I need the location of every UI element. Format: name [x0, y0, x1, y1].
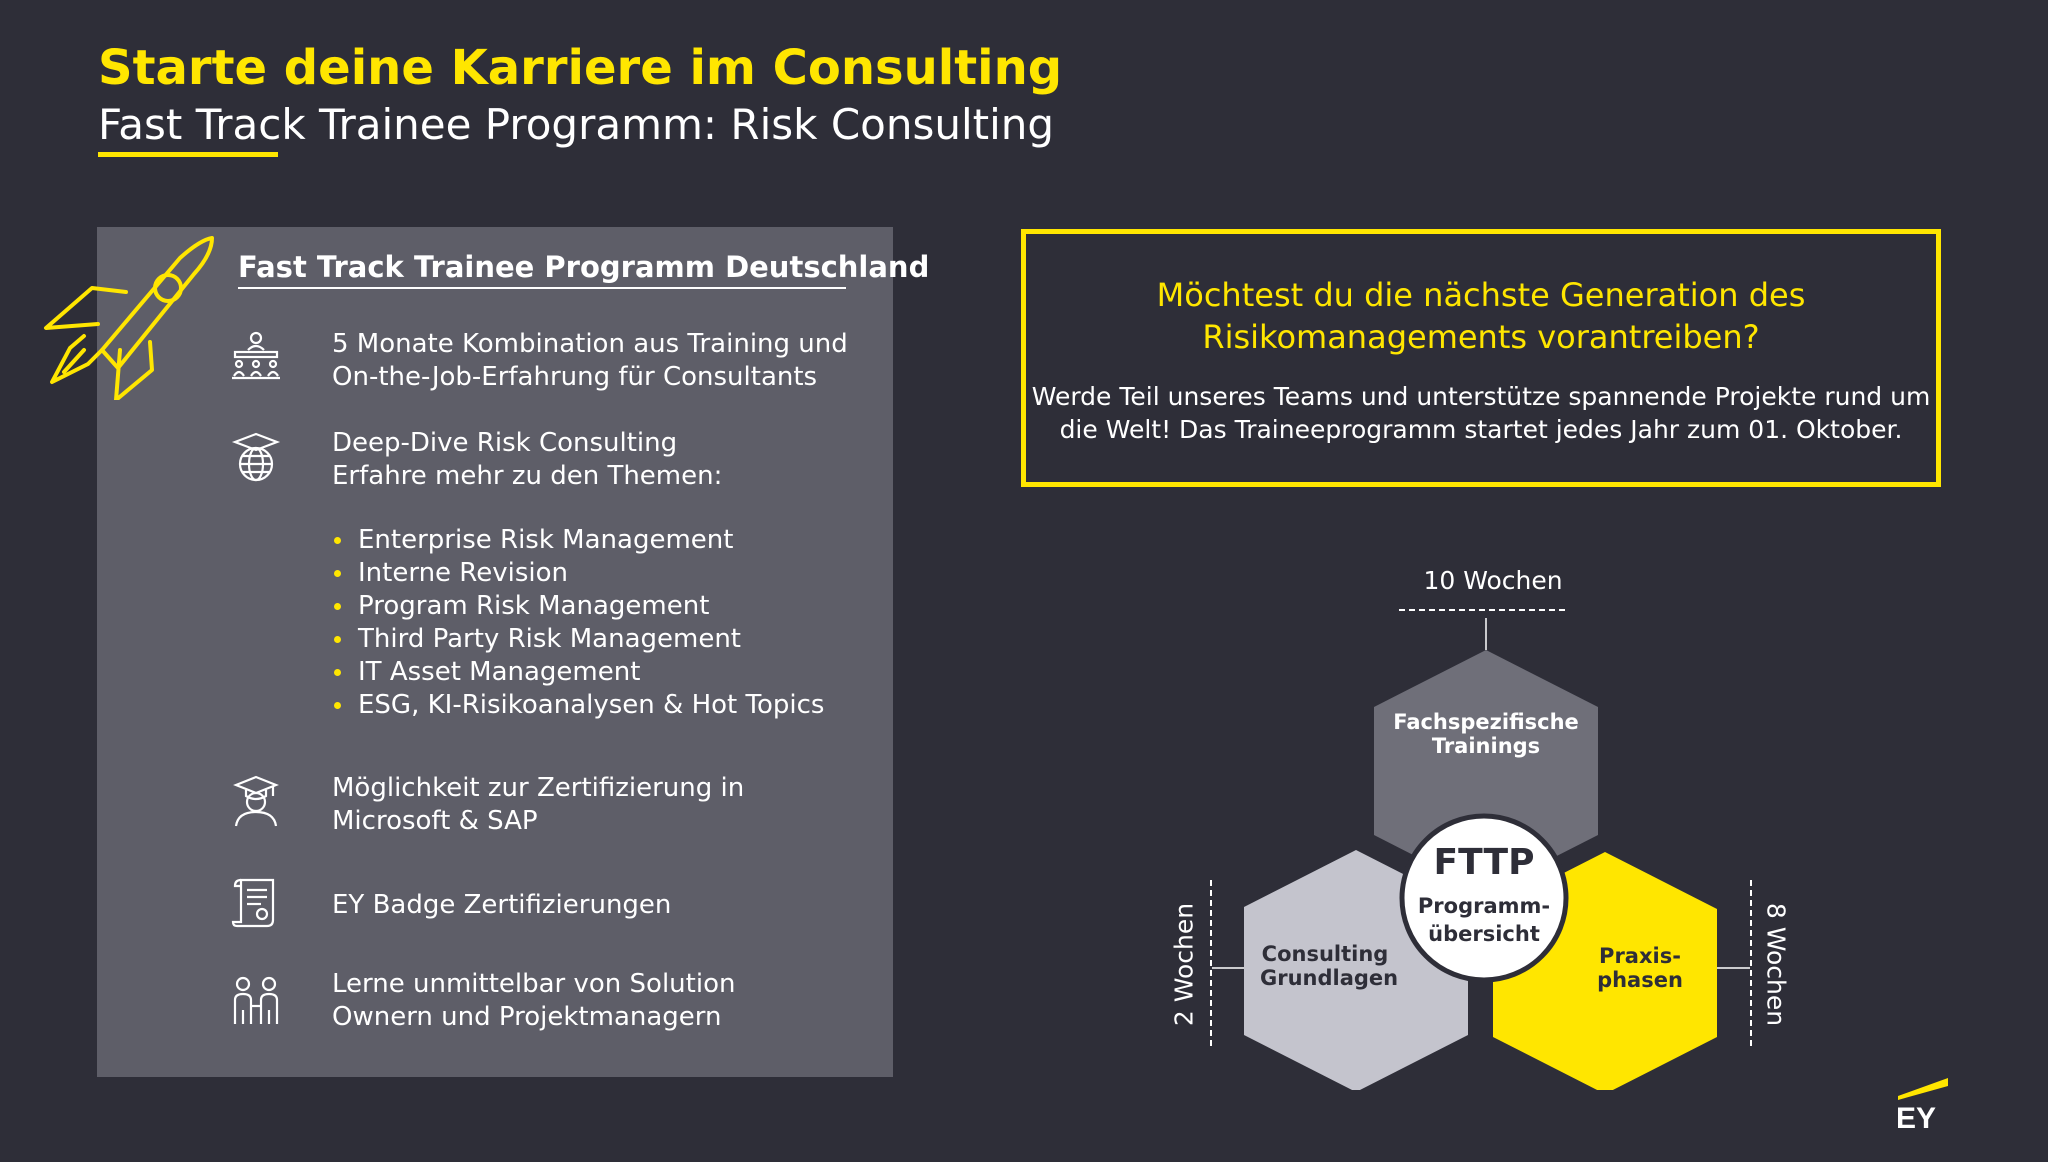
title-underline: [98, 152, 278, 157]
center-circle: [1399, 813, 1569, 983]
program-diagram: 10 Wochen 2 Wochen 8 Wochen Fachspezifis…: [1150, 550, 1850, 1090]
hex-top-line2: Trainings: [1431, 734, 1541, 758]
panel-heading-underline: [238, 287, 846, 289]
hex-right-line2: phasen: [1597, 968, 1683, 992]
ey-logo-icon: EY: [1896, 1078, 1948, 1130]
certificate-document-icon: [231, 878, 275, 928]
feature-training-text: 5 Monate Kombination aus Training und On…: [332, 328, 848, 394]
hex-left-label: Consulting Grundlagen: [1260, 942, 1399, 990]
feature-learning-line1: Lerne unmittelbar von Solution: [332, 969, 736, 999]
two-people-icon: [233, 976, 279, 1024]
hex-top-label: Fachspezifische Trainings: [1386, 710, 1586, 758]
center-title: FTTP: [1433, 842, 1535, 883]
list-item: ESG, KI-Risikoanalysen & Hot Topics: [332, 689, 824, 722]
feature-certification-text: Möglichkeit zur Zertifizierung in Micros…: [332, 772, 744, 838]
center-subtitle-line1: Programm-: [1417, 894, 1551, 918]
feature-training-line2: On-the-Job-Erfahrung für Consultants: [332, 362, 818, 392]
rocket-icon: [44, 236, 214, 400]
feature-deepdive-line2: Erfahre mehr zu den Themen:: [332, 461, 723, 491]
duration-left-label: 2 Wochen: [1169, 902, 1199, 1027]
callout-text-line1: Werde Teil unseres Teams und unterstütze…: [1031, 382, 1931, 411]
panel-heading: Fast Track Trainee Programm Deutschland: [238, 250, 930, 284]
graduate-person-icon: [233, 775, 279, 827]
hex-left-line2: Grundlagen: [1260, 966, 1399, 990]
feature-certification-line1: Möglichkeit zur Zertifizierung in: [332, 773, 745, 803]
topic-list: Enterprise Risk Management Interne Revis…: [332, 524, 824, 722]
hex-right-label: Praxis- phasen: [1590, 944, 1690, 992]
center-subtitle: Programm- übersicht: [1394, 892, 1574, 948]
page-title: Starte deine Karriere im Consulting: [98, 40, 1063, 96]
feature-learning-line2: Ownern und Projektmanagern: [332, 1002, 722, 1032]
hex-right-line1: Praxis-: [1599, 944, 1681, 968]
list-item: Third Party Risk Management: [332, 623, 824, 656]
list-item: Interne Revision: [332, 557, 824, 590]
callout-question-line2: Risikomanagements vorantreiben?: [1202, 318, 1760, 356]
duration-right-label: 8 Wochen: [1761, 902, 1791, 1027]
feature-training-line1: 5 Monate Kombination aus Training und: [332, 329, 848, 359]
program-panel: [97, 227, 893, 1077]
hex-left-line1: Consulting: [1261, 942, 1389, 966]
callout-text-line2: die Welt! Das Traineeprogramm startet je…: [1059, 415, 1903, 444]
training-group-icon: [232, 331, 280, 380]
feature-deepdive-line1: Deep-Dive Risk Consulting: [332, 428, 678, 458]
list-item: Enterprise Risk Management: [332, 524, 824, 557]
hex-top-line1: Fachspezifische: [1393, 710, 1579, 734]
feature-badge-text: EY Badge Zertifizierungen: [332, 890, 672, 920]
feature-certification-line2: Microsoft & SAP: [332, 806, 538, 836]
callout-question-line1: Möchtest du die nächste Generation des: [1156, 276, 1806, 314]
duration-top-label: 10 Wochen: [1423, 566, 1563, 595]
globe-graduation-icon: [231, 432, 281, 482]
page-subtitle: Fast Track Trainee Programm: Risk Consul…: [98, 100, 1055, 149]
list-item: Program Risk Management: [332, 590, 824, 623]
feature-deepdive-text: Deep-Dive Risk Consulting Erfahre mehr z…: [332, 427, 722, 493]
center-subtitle-line2: übersicht: [1428, 922, 1540, 946]
feature-learning-text: Lerne unmittelbar von Solution Ownern un…: [332, 968, 735, 1034]
callout-box: Möchtest du die nächste Generation des R…: [1021, 229, 1941, 487]
list-item: IT Asset Management: [332, 656, 824, 689]
diagram-graphics: [1210, 609, 1752, 1090]
svg-text:EY: EY: [1896, 1102, 1936, 1130]
hex-fachspezifische-trainings: [1374, 650, 1598, 892]
